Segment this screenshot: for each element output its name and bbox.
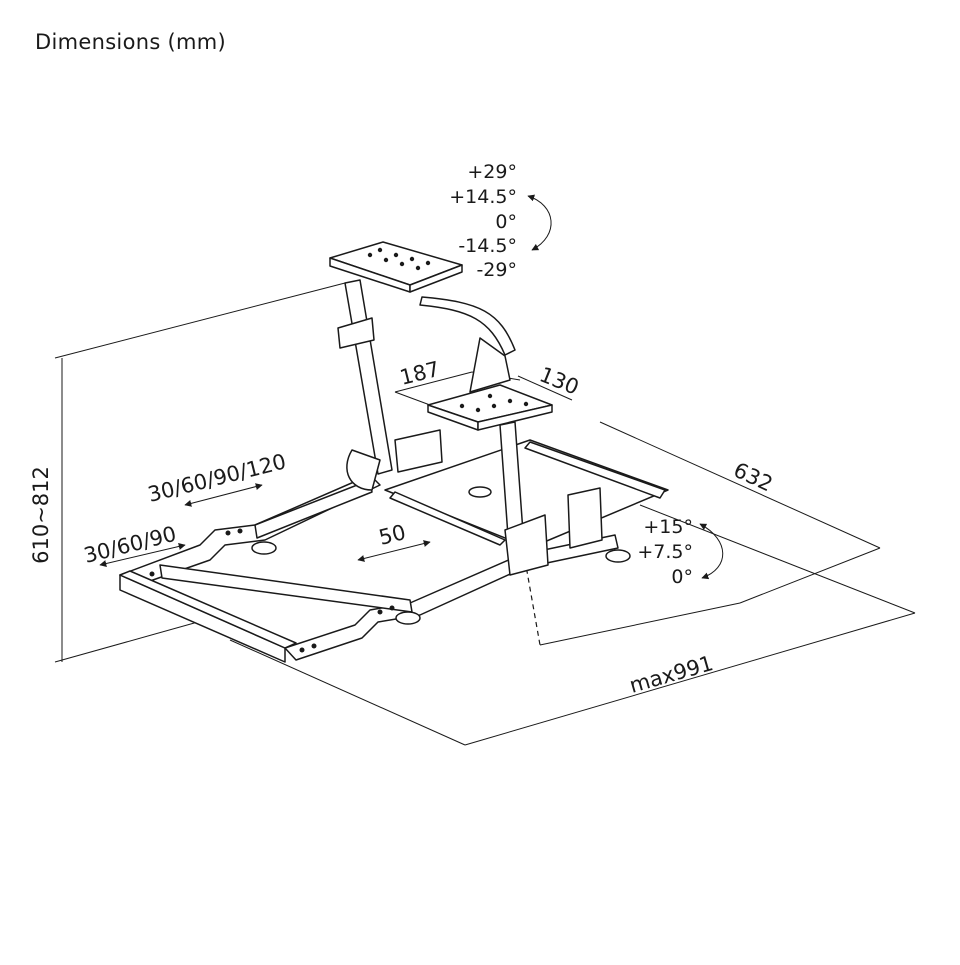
mast-clamp bbox=[337, 317, 375, 349]
mast-base-bracket bbox=[346, 449, 381, 491]
top-angle-3: 0° bbox=[495, 211, 517, 233]
height-bottom-extension bbox=[54, 619, 206, 663]
page-title: Dimensions (mm) bbox=[35, 30, 227, 54]
bottom-angle-1: +15° bbox=[643, 516, 693, 538]
pedal-adjust-arrow bbox=[184, 483, 263, 507]
top-angle-5: -29° bbox=[476, 259, 517, 281]
front-adjust-arrow bbox=[99, 543, 186, 567]
top-angle-2: +14.5° bbox=[449, 186, 517, 208]
front-crossbar-top bbox=[119, 570, 297, 649]
dimension-labels: 610~812 632 max991 187 130 50 30/60/90 3… bbox=[29, 357, 776, 698]
top-angle-4: -14.5° bbox=[458, 235, 517, 257]
rear-tube bbox=[254, 479, 373, 539]
projection-base-line bbox=[539, 602, 741, 646]
mast-side-plate bbox=[394, 429, 443, 473]
shifter-arm bbox=[419, 296, 516, 356]
base-frame bbox=[119, 439, 669, 663]
pedal-side-bracket bbox=[567, 487, 603, 549]
depth-dimension-line bbox=[599, 421, 881, 549]
plate-width-line bbox=[394, 371, 473, 393]
foot-left bbox=[251, 541, 277, 555]
slide-rail-left bbox=[389, 491, 506, 546]
plate-width-label: 187 bbox=[397, 357, 442, 390]
pedal-tilt-arrow bbox=[699, 523, 724, 580]
bottom-angle-labels: +15° +7.5° 0° bbox=[637, 516, 693, 588]
bottom-angle-2: +7.5° bbox=[637, 541, 693, 563]
main-mast bbox=[344, 279, 393, 475]
slide-arrow bbox=[357, 540, 431, 562]
length-right-extension bbox=[639, 504, 916, 614]
height-label: 610~812 bbox=[29, 466, 53, 564]
plate-depth-line bbox=[517, 375, 573, 401]
projection-dashed-line bbox=[524, 559, 541, 646]
foot-rear bbox=[468, 486, 492, 498]
bottom-angle-3: 0° bbox=[671, 566, 693, 588]
length-label: max991 bbox=[627, 651, 716, 698]
depth-extension bbox=[739, 547, 881, 604]
shifter-bracket bbox=[469, 337, 511, 393]
pedal-adjust-label: 30/60/90/120 bbox=[145, 449, 288, 507]
plate-height-label: 50 bbox=[376, 520, 408, 550]
foot-right bbox=[605, 549, 631, 563]
wheel-tilt-arrow bbox=[527, 194, 552, 251]
wheel-plate-side bbox=[409, 264, 463, 293]
dimension-lines bbox=[54, 282, 916, 746]
top-angle-1: +29° bbox=[467, 161, 517, 183]
pedal-mount-bracket bbox=[504, 514, 549, 576]
top-angle-labels: +29° +14.5° 0° -14.5° -29° bbox=[449, 161, 517, 281]
plate-left-ext bbox=[394, 391, 431, 406]
wheel-mast bbox=[329, 241, 603, 576]
adjustment-arrows bbox=[99, 194, 724, 580]
shifter-plate-side bbox=[477, 404, 553, 431]
length-left-extension bbox=[229, 639, 466, 746]
height-top-extension bbox=[54, 282, 346, 359]
length-dimension-line bbox=[464, 612, 916, 746]
slide-rail-right bbox=[524, 441, 666, 499]
foot-front bbox=[395, 611, 421, 625]
